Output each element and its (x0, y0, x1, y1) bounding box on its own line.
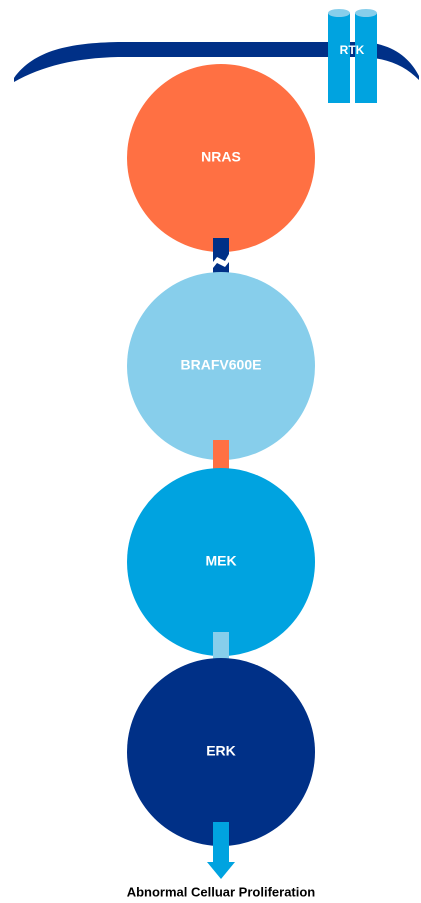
outcome-label: Abnormal Celluar Proliferation (127, 884, 316, 899)
erk-circle (127, 658, 315, 846)
rtk-receptor: RTK (328, 9, 377, 103)
node-braf: BRAFV600E (127, 272, 315, 460)
rtk-left-cylinder-top (328, 9, 350, 17)
mek-label: MEK (205, 553, 236, 569)
node-erk: ERK (127, 658, 315, 846)
rtk-right-cylinder-top (355, 9, 377, 17)
nras-label: NRAS (201, 149, 241, 165)
node-nras: NRAS (127, 64, 315, 252)
erk-label: ERK (206, 743, 236, 759)
node-mek: MEK (127, 468, 315, 656)
mek-circle (127, 468, 315, 656)
rtk-right-cylinder (355, 13, 377, 103)
arrow-erk-to-outcome (207, 822, 235, 879)
braf-circle (127, 272, 315, 460)
cell-membrane (14, 42, 419, 82)
arrow-shaft-upper (213, 238, 229, 262)
rtk-label: RTK (340, 43, 365, 57)
nras-circle (127, 64, 315, 252)
rtk-left-cylinder (328, 13, 350, 103)
braf-label: BRAFV600E (181, 357, 262, 373)
